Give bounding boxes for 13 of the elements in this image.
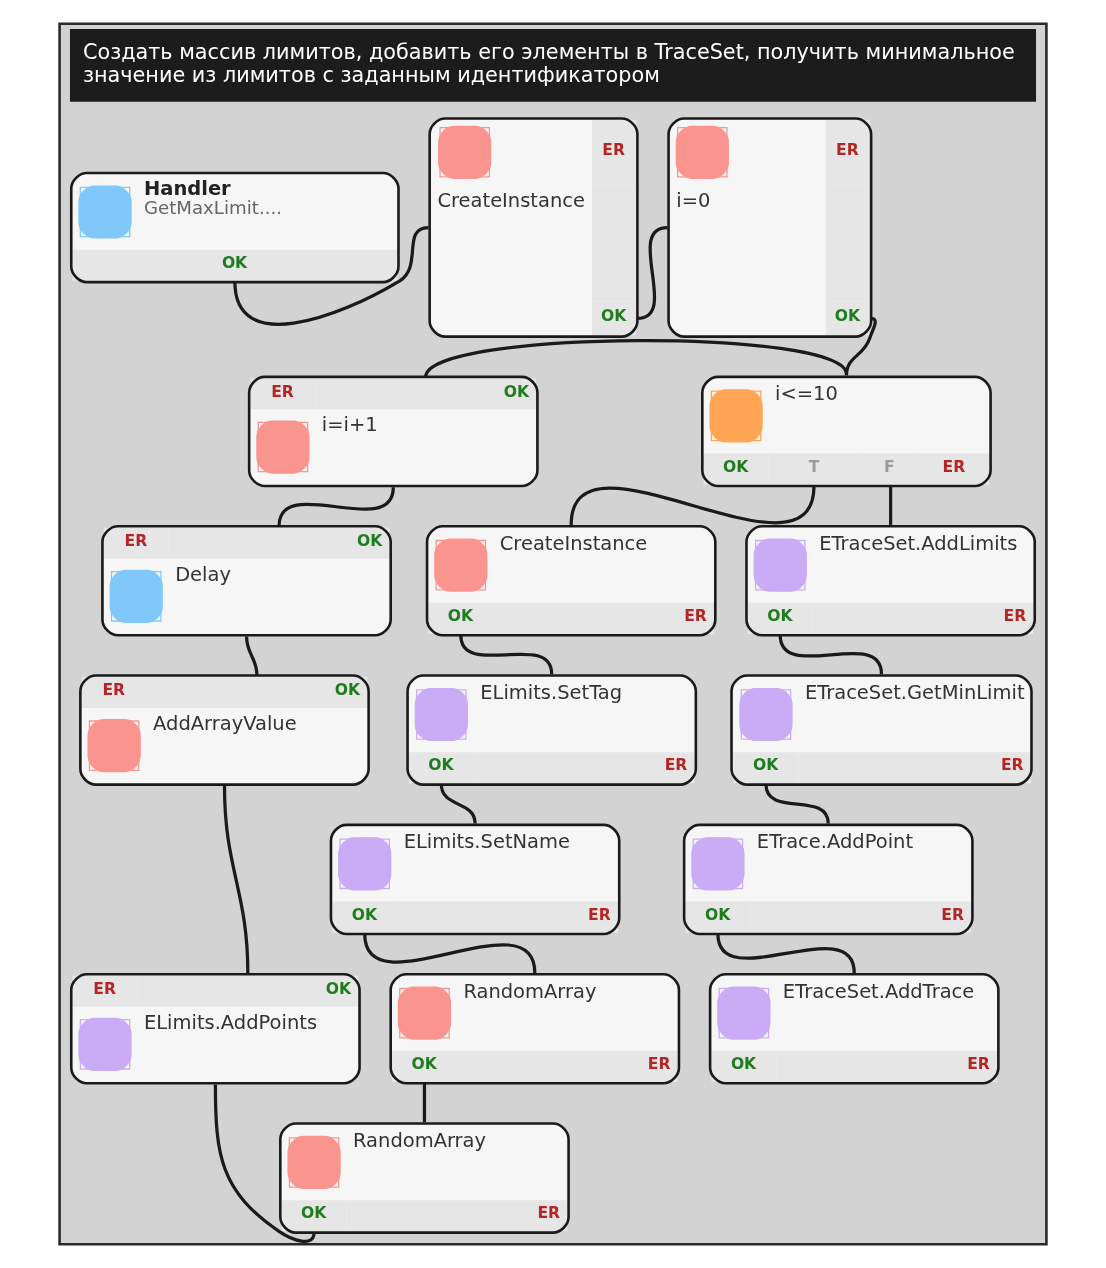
- connector: [716, 933, 856, 974]
- connector: [424, 338, 848, 378]
- connector: [637, 226, 668, 321]
- connector: [439, 784, 477, 824]
- connector: [244, 636, 259, 676]
- connector: [363, 933, 537, 974]
- connector: [778, 635, 884, 675]
- connector: [569, 485, 816, 526]
- connector: [222, 785, 250, 975]
- connector: [888, 485, 893, 525]
- connector: [459, 635, 554, 675]
- connector: [422, 1083, 427, 1123]
- connector: [277, 486, 395, 527]
